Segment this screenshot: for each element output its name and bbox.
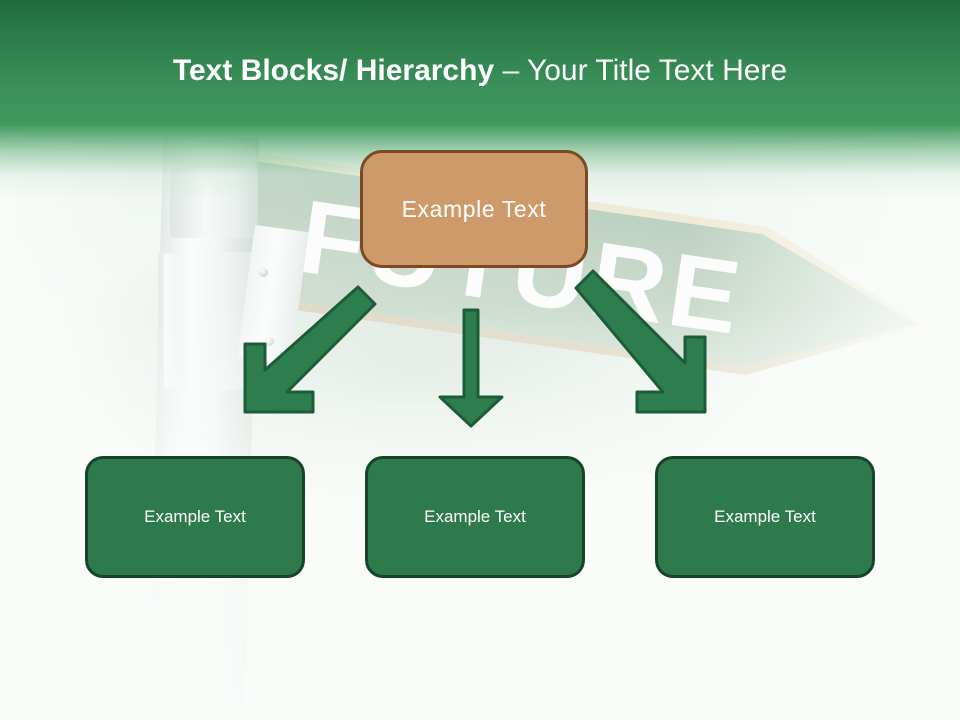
page-title-separator: – <box>494 54 527 87</box>
hierarchy-child-label-3: Example Text <box>714 507 816 526</box>
hierarchy-root-label: Example Text <box>401 195 547 222</box>
hierarchy-root-box[interactable]: Example Text <box>360 150 588 268</box>
hierarchy-child-label-2: Example Text <box>424 507 526 526</box>
page-title: Text Blocks/ Hierarchy – Your Title Text… <box>0 52 960 90</box>
mount-screw-icon <box>259 268 268 277</box>
hierarchy-child-label-1: Example Text <box>144 507 246 526</box>
hierarchy-child-box-3[interactable]: Example Text <box>655 456 875 578</box>
mount-screw-icon <box>265 337 274 346</box>
hierarchy-child-box-2[interactable]: Example Text <box>365 456 585 578</box>
hierarchy-child-box-1[interactable]: Example Text <box>85 456 305 578</box>
page-title-rest: Your Title Text Here <box>526 54 788 87</box>
title-band <box>0 0 960 126</box>
page-title-strong: Text Blocks/ Hierarchy <box>172 54 495 87</box>
